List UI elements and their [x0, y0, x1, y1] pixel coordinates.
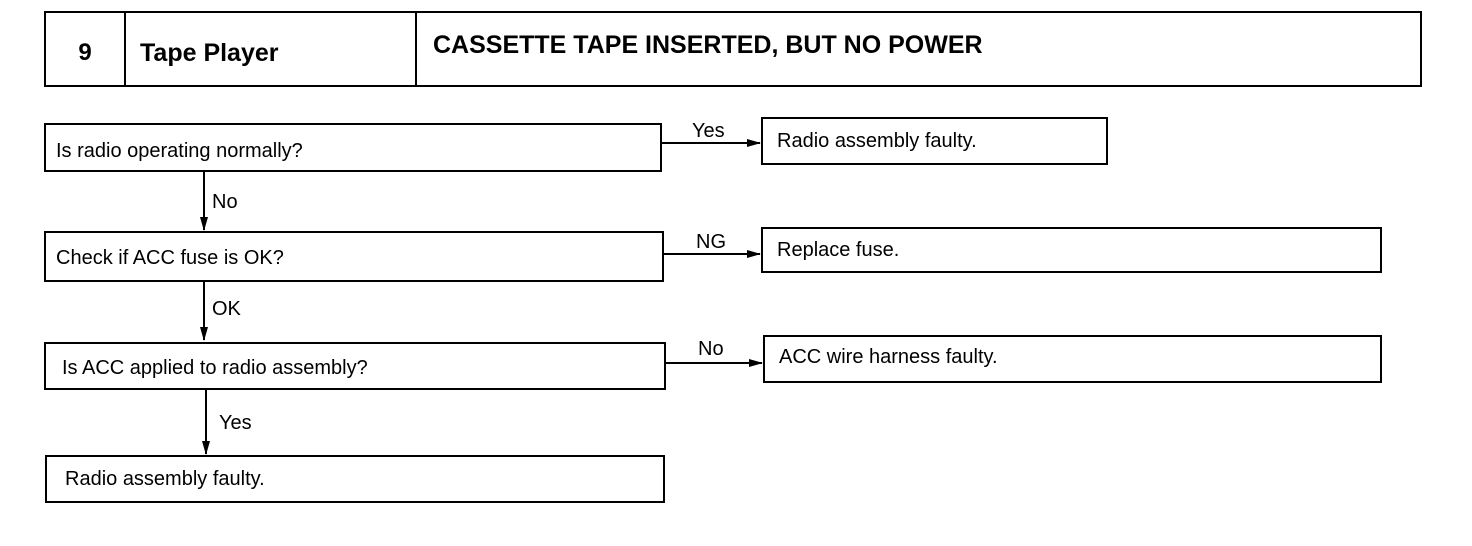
system-name: Tape Player: [126, 13, 417, 85]
question-text-1: Is radio operating normally?: [56, 140, 303, 162]
result-text-2: Replace fuse.: [777, 238, 900, 261]
procedure-title: CASSETTE TAPE INSERTED, BUT NO POWER: [433, 31, 983, 59]
next-label-1: No: [212, 191, 238, 213]
result-box-1: Radio assembly faulty.: [761, 117, 1108, 165]
result-text-1: Radio assembly faulty.: [777, 129, 977, 152]
header-table: 9 Tape Player CASSETTE TAPE INSERTED, BU…: [44, 11, 1422, 87]
next-label-3: Yes: [219, 412, 252, 434]
branch-label-1: Yes: [692, 120, 725, 142]
result-box-2: Replace fuse.: [761, 227, 1382, 273]
question-text-2: Check if ACC fuse is OK?: [56, 247, 284, 269]
question-box-1: Is radio operating normally?: [44, 123, 662, 172]
branch-label-2: NG: [696, 231, 726, 253]
question-box-3: Is ACC applied to radio assembly?: [44, 342, 666, 390]
next-label-2: OK: [212, 298, 241, 320]
question-box-2: Check if ACC fuse is OK?: [44, 231, 664, 282]
branch-label-3: No: [698, 338, 724, 360]
question-text-3: Is ACC applied to radio assembly?: [62, 356, 368, 379]
result-text-3: ACC wire harness faulty.: [779, 345, 998, 368]
final-result-text: Radio assembly faulty.: [65, 467, 265, 490]
result-box-3: ACC wire harness faulty.: [763, 335, 1382, 383]
procedure-number: 9: [46, 13, 126, 85]
final-result-box: Radio assembly faulty.: [45, 455, 665, 503]
